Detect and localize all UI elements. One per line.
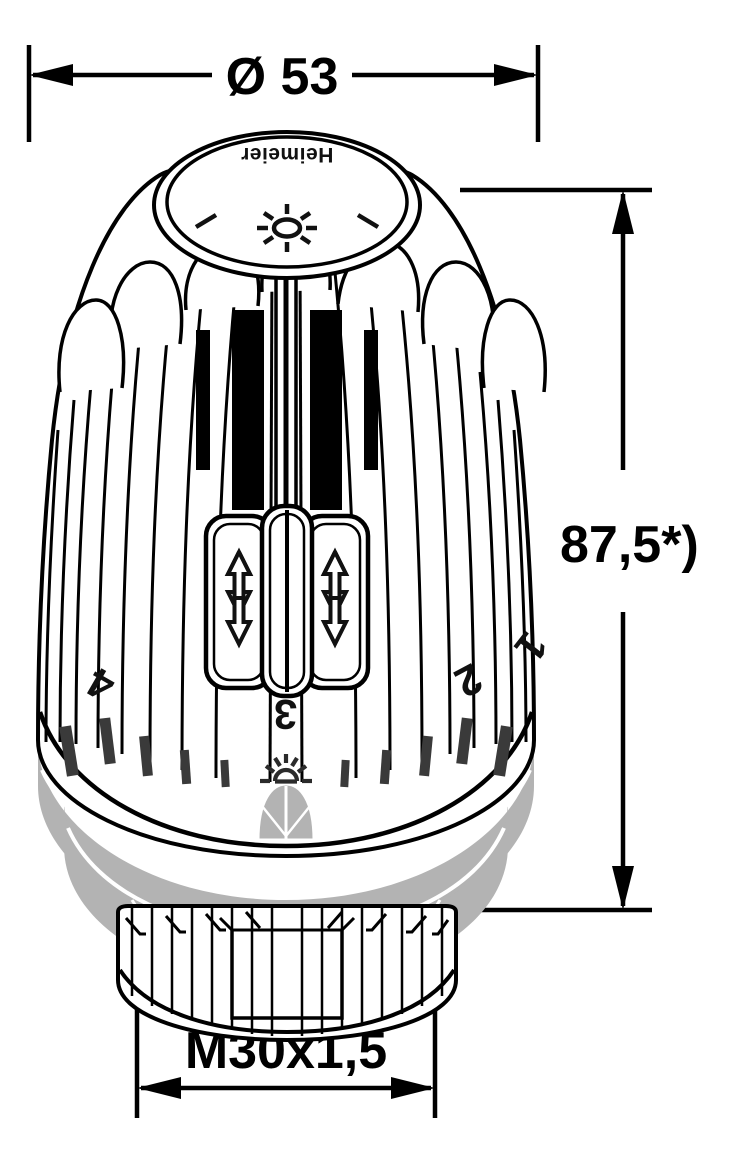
- pointer-facets: [261, 805, 311, 839]
- scale-tick: [179, 749, 192, 785]
- nut-center-chamfer: [218, 916, 356, 932]
- double-arrow-left-icon: [226, 550, 252, 646]
- arrowhead-right: [494, 64, 538, 86]
- union-nut: [116, 904, 458, 1043]
- double-arrow-right-icon: [322, 550, 348, 646]
- scale-tick: [139, 735, 153, 777]
- dial-mark-right-icon: [356, 213, 380, 229]
- nut-center-flat: [230, 930, 344, 1020]
- arrowhead-left: [29, 64, 73, 86]
- collar-upper-band: [38, 742, 534, 936]
- grip-pads[interactable]: [203, 503, 371, 699]
- arrowhead-right: [391, 1077, 435, 1099]
- scale-tick: [493, 725, 513, 777]
- nut-bottom-arc: [118, 968, 456, 1035]
- scale-tick: [220, 759, 230, 788]
- scale-tick: [59, 725, 79, 777]
- scale-number-3: 3: [273, 691, 298, 739]
- top-face-dial: Heimeier: [152, 130, 422, 280]
- nut-body: [116, 904, 458, 1043]
- setpoint-indicator: [256, 754, 316, 842]
- collar-highlight-upper: [40, 769, 532, 891]
- brand-label: Heimeier: [241, 143, 334, 166]
- top-face-inner-ring: [165, 135, 409, 269]
- body-ribs-left: [44, 261, 240, 779]
- scale-tick: [379, 749, 392, 785]
- body-bottom-edge: [37, 711, 535, 849]
- scale-tick: [419, 735, 433, 777]
- dimension-top-label: Ø 53: [226, 48, 339, 106]
- arrowhead-top: [612, 190, 634, 234]
- scale-tick: [340, 759, 350, 788]
- brand-label-group: Heimeier: [241, 143, 334, 166]
- dimension-right-label: 87,5*): [560, 516, 699, 574]
- arrowhead-left: [137, 1077, 181, 1099]
- dimension-top-diameter: Ø 53: [26, 45, 541, 142]
- scale-tick: [99, 717, 116, 765]
- nut-facet-chamfers: [124, 911, 450, 936]
- dial-mark-left-icon: [194, 213, 218, 229]
- scale-tick: [456, 717, 473, 765]
- arrowhead-bottom: [612, 866, 634, 910]
- scale-ticks: [59, 717, 513, 788]
